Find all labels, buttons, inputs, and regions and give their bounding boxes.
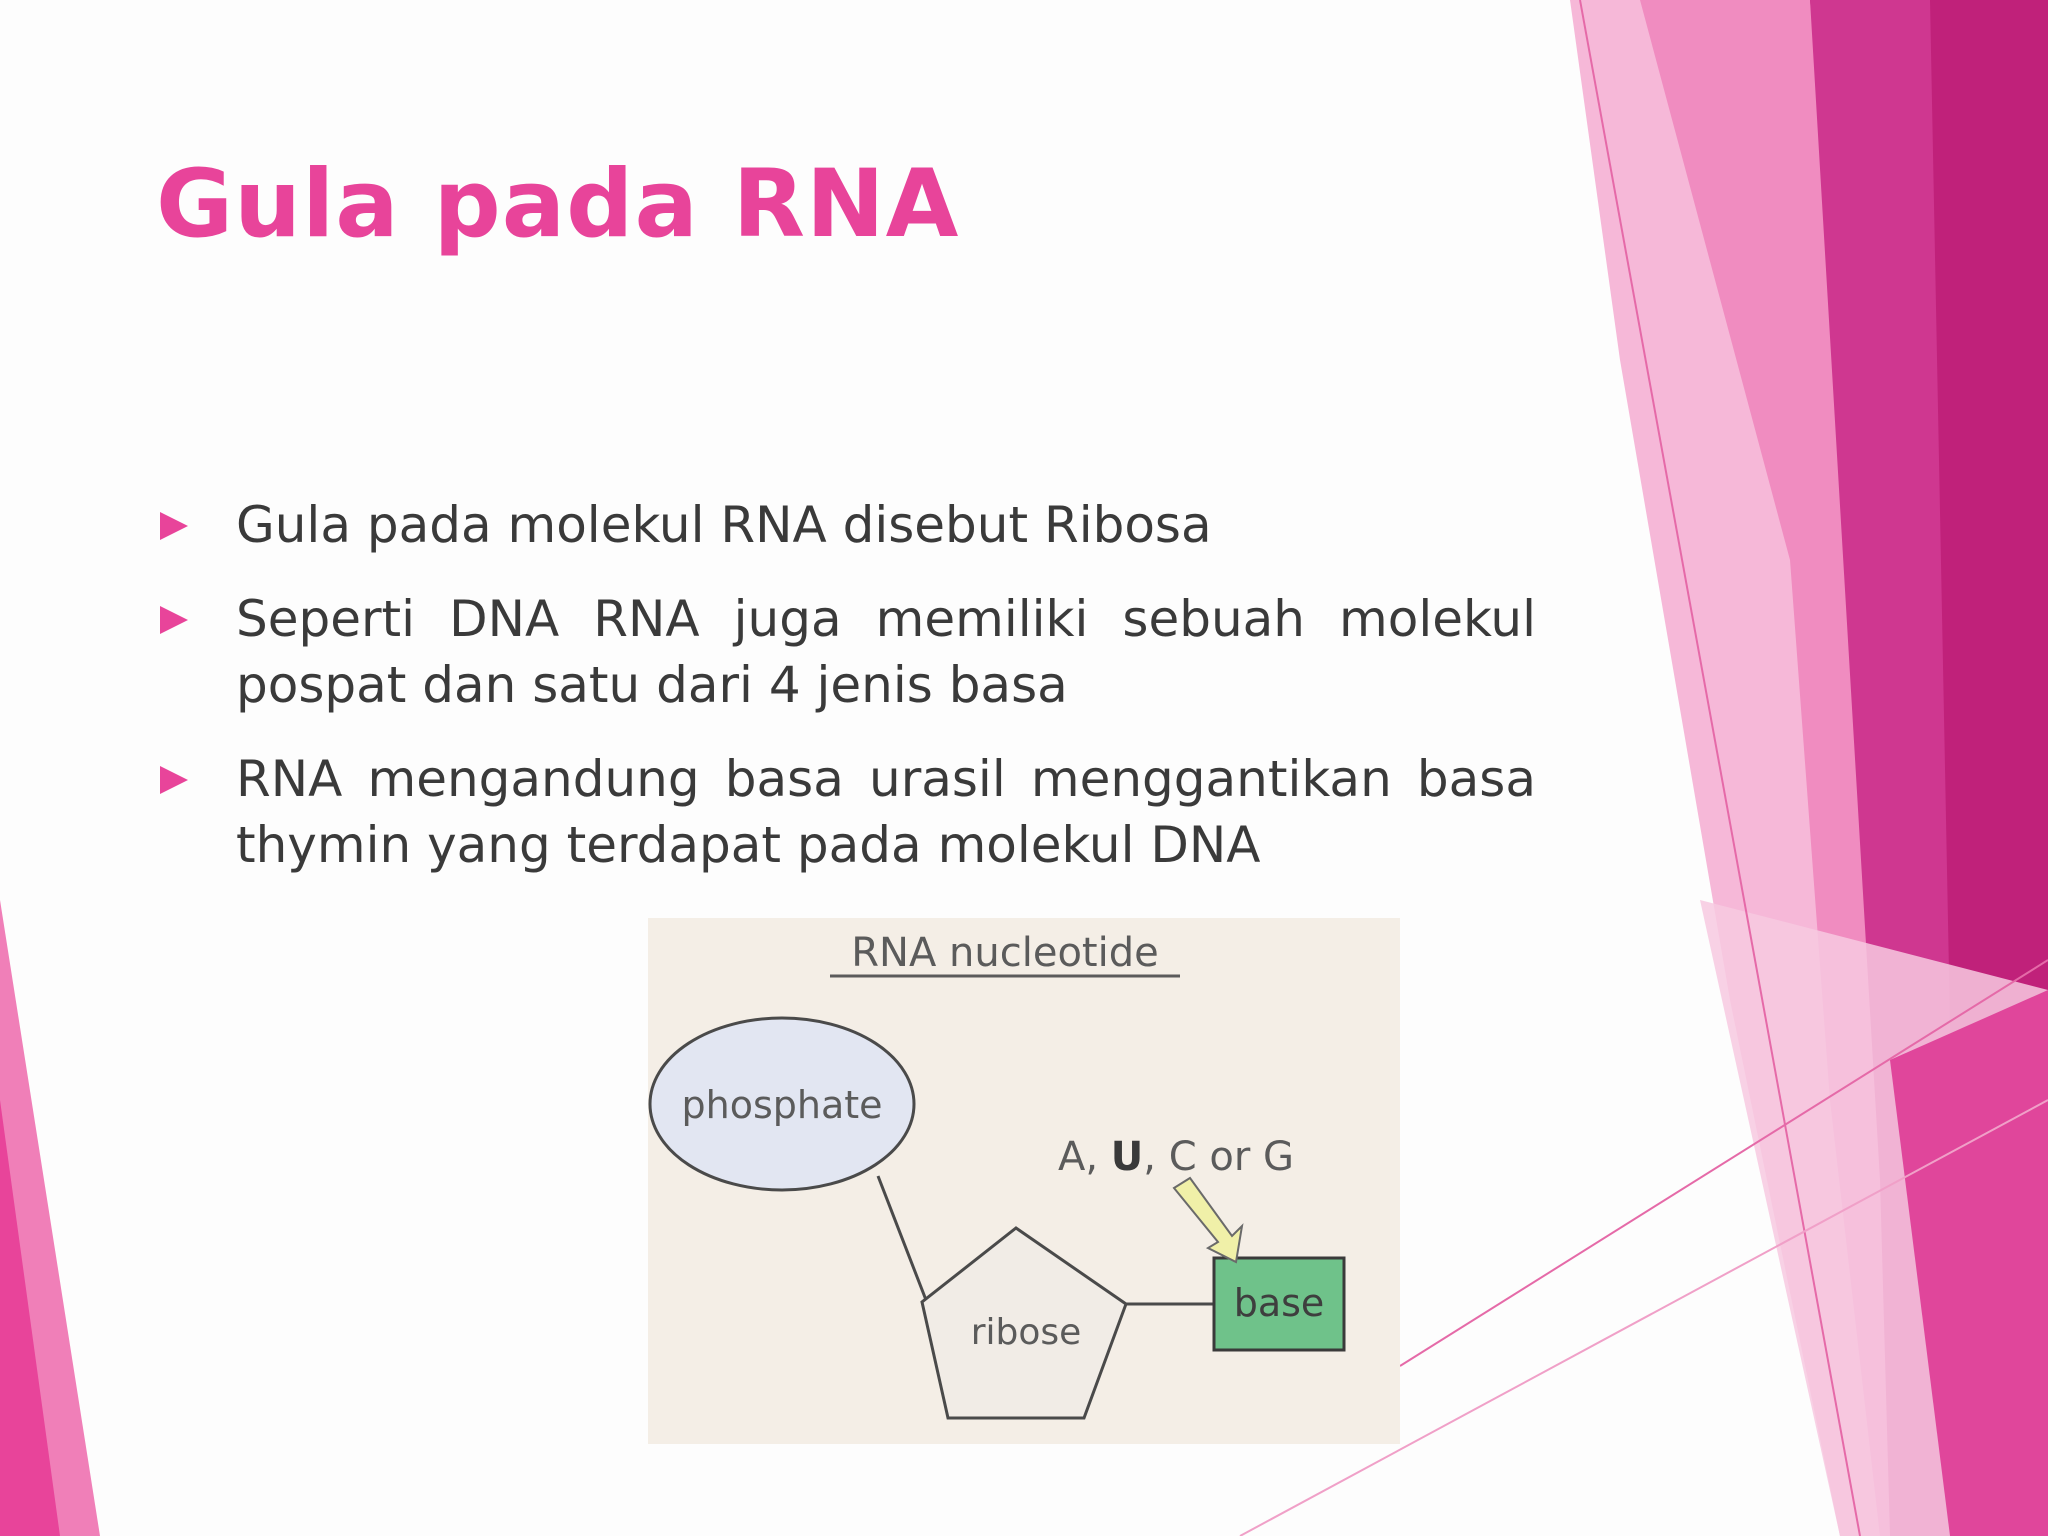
base-pointer-arrow-icon [1172, 1176, 1244, 1264]
phosphate-shape [648, 1016, 916, 1192]
bullet-arrow-icon [160, 606, 188, 634]
bases-annotation-a: A, [1058, 1134, 1111, 1180]
bullet-arrow-icon [160, 766, 188, 794]
bases-annotation-rest: , C or G [1143, 1134, 1294, 1180]
deco-bright-wedge [1890, 990, 2048, 1536]
ribose-shape [920, 1226, 1128, 1420]
bullet-arrow-icon [160, 512, 188, 540]
bullet-list: Gula pada molekul RNA disebut Ribosa Sep… [160, 492, 1536, 906]
bullet-item: RNA mengandung basa urasil menggantikan … [160, 746, 1536, 878]
bullet-item: Seperti DNA RNA juga memiliki sebuah mol… [160, 586, 1536, 718]
base-label: base [1234, 1281, 1325, 1325]
deco-thin-line-3 [1239, 1099, 2048, 1536]
bases-annotation-u: U [1111, 1134, 1143, 1180]
deco-left-wedge-light [0, 1100, 60, 1536]
diagram-title: RNA nucleotide [851, 930, 1158, 976]
deco-thin-line-1 [1579, 0, 1861, 1536]
phosphate-label: phosphate [681, 1083, 882, 1127]
rna-nucleotide-figure: RNA nucleotide phosphate ribose base A, … [648, 918, 1400, 1444]
base-shape [1212, 1256, 1346, 1352]
bullet-text: Seperti DNA RNA juga memiliki sebuah mol… [236, 590, 1536, 714]
bullet-text: RNA mengandung basa urasil menggantikan … [236, 750, 1536, 874]
deco-thin-line-2 [1399, 959, 2048, 1367]
rna-nucleotide-diagram: RNA nucleotide phosphate ribose base A, … [648, 930, 1346, 1420]
bullet-item: Gula pada molekul RNA disebut Ribosa [160, 492, 1536, 558]
bullet-text: Gula pada molekul RNA disebut Ribosa [236, 496, 1212, 554]
bases-annotation: A, U, C or G [1058, 1134, 1294, 1180]
slide-title: Gula pada RNA [156, 150, 960, 259]
phosphate-ribose-bond [876, 1175, 928, 1301]
ribose-label: ribose [971, 1312, 1082, 1353]
